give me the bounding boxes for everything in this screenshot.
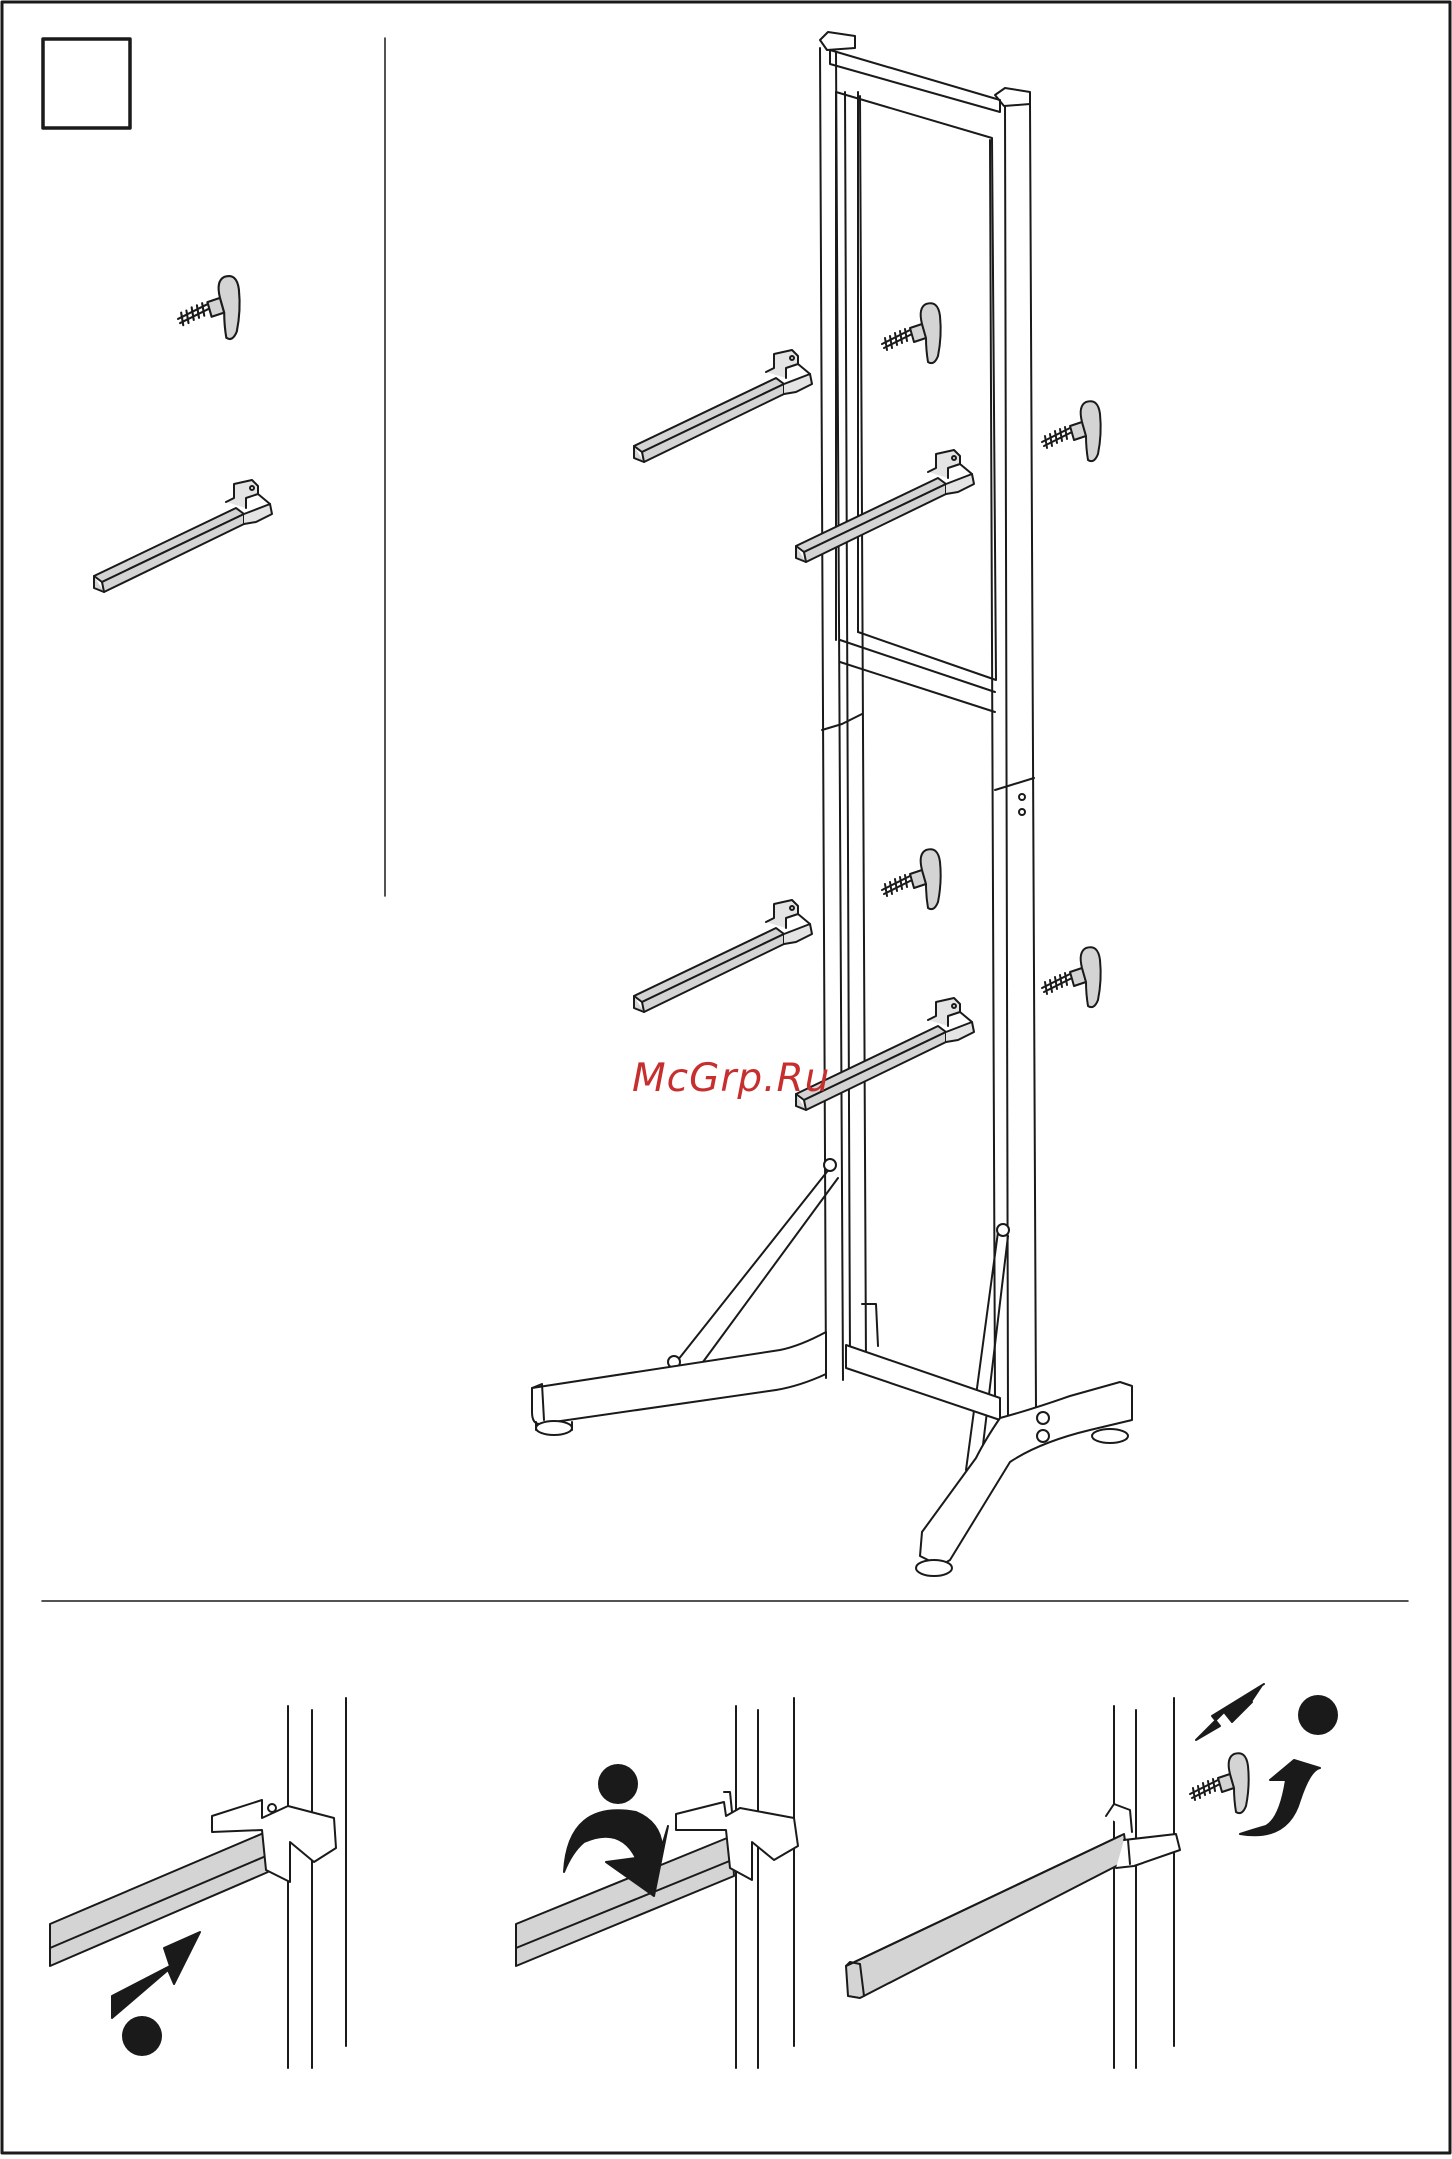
step-number-box xyxy=(43,39,130,128)
detail-rotate-arm xyxy=(516,1698,798,2068)
detail-insert-arm xyxy=(50,1698,346,2068)
rotate-arrow-icon xyxy=(1240,1760,1320,1835)
step-dot-icon xyxy=(122,2016,162,2056)
screw-direction-arrow-icon xyxy=(1196,1684,1264,1740)
thumb-screw-icon xyxy=(178,276,240,339)
step-dot-icon xyxy=(1298,1695,1338,1735)
push-arrow-icon xyxy=(112,1932,200,2018)
rack-arm-icon xyxy=(94,480,272,592)
detail-fasten-screw xyxy=(846,1684,1338,2068)
parts-panel xyxy=(94,276,272,592)
rack-assembly xyxy=(532,32,1132,1576)
watermark-text: McGrp.Ru xyxy=(632,1056,830,1101)
step-dot-icon xyxy=(598,1764,638,1804)
